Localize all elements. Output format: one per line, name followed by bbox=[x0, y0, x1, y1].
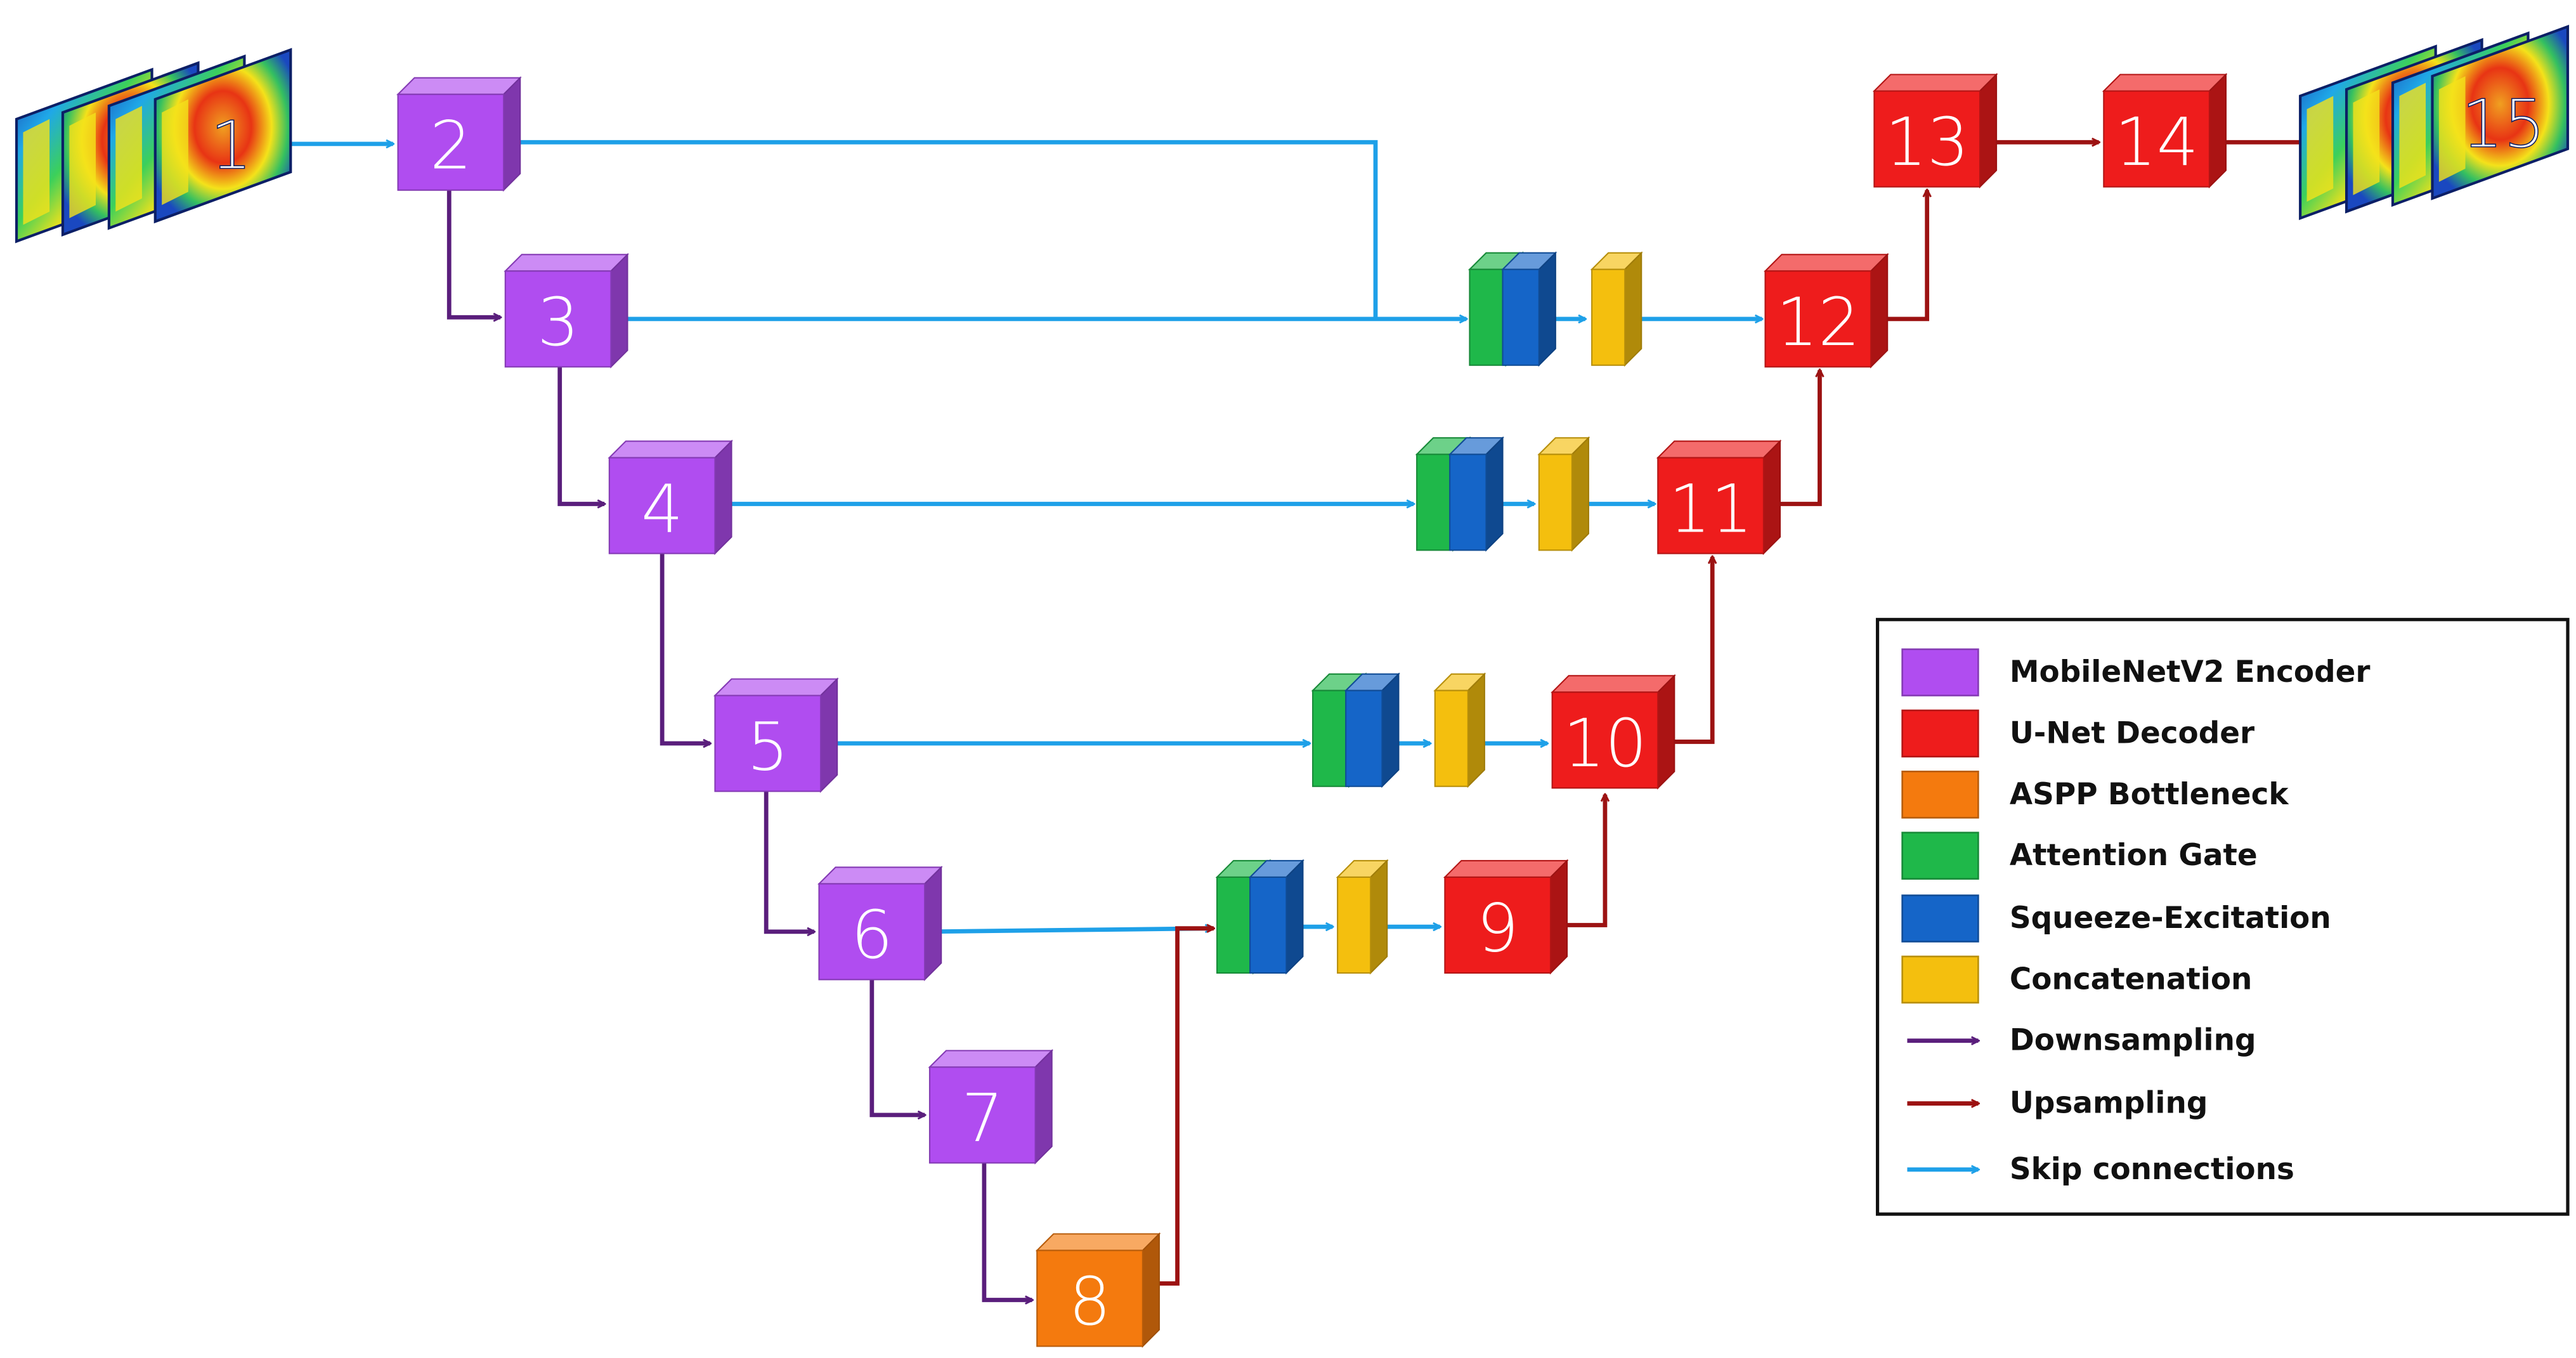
node-11-label: 11 bbox=[1669, 470, 1753, 547]
node-3-block: 3 bbox=[504, 252, 629, 369]
node-5-block: 5 bbox=[713, 677, 839, 793]
concatenation-block bbox=[1433, 672, 1486, 788]
node-7-label: 7 bbox=[961, 1080, 1003, 1157]
squeeze-excitation-block bbox=[1344, 672, 1400, 788]
legend-item-down: Downsampling bbox=[1907, 1024, 2256, 1058]
up-12-13 bbox=[1871, 190, 1927, 322]
up-8-ag bbox=[1142, 929, 1214, 1286]
legend-swatch bbox=[1901, 709, 1979, 758]
concatenation-block bbox=[1336, 859, 1389, 975]
node-10-label: 10 bbox=[1563, 705, 1648, 782]
legend-swatch bbox=[1901, 894, 1979, 943]
up-9-10 bbox=[1551, 795, 1605, 927]
node-12-block: 12 bbox=[1763, 252, 1889, 369]
legend-label: U-Net Decoder bbox=[2010, 716, 2254, 750]
legend-item-attention: Attention Gate bbox=[1901, 832, 2258, 880]
ag-se-module-12 bbox=[1467, 251, 1643, 367]
node-15-label: 15 bbox=[2461, 86, 2546, 163]
node-3-label: 3 bbox=[537, 284, 579, 361]
legend-item-bottleneck: ASPP Bottleneck bbox=[1901, 771, 2289, 819]
node-4-label: 4 bbox=[641, 470, 683, 547]
legend-item-encoder: MobileNetV2 Encoder bbox=[1901, 648, 2371, 696]
node-4-block: 4 bbox=[608, 440, 734, 556]
legend-label: MobileNetV2 Encoder bbox=[2010, 655, 2371, 689]
down-2-3 bbox=[446, 190, 500, 317]
node-8-label: 8 bbox=[1069, 1263, 1110, 1340]
output-heatmap-stack bbox=[2299, 25, 2570, 221]
concatenation-block bbox=[1590, 251, 1643, 367]
squeeze-excitation-block bbox=[1448, 436, 1505, 552]
node-1-label: 1 bbox=[210, 107, 252, 184]
legend-box bbox=[1875, 618, 2570, 1216]
concatenation-block bbox=[1537, 436, 1590, 552]
ag-se-module-11 bbox=[1415, 436, 1590, 552]
down-4-5 bbox=[660, 553, 710, 743]
legend-label: Upsampling bbox=[2010, 1087, 2208, 1121]
node-6-label: 6 bbox=[851, 896, 893, 974]
skip-2-merge bbox=[504, 140, 1378, 318]
legend-label: Concatenation bbox=[2010, 962, 2253, 996]
ag-se-module-10 bbox=[1311, 672, 1486, 788]
node-14-block: 14 bbox=[2102, 72, 2228, 189]
node-11-block: 11 bbox=[1656, 440, 1782, 556]
legend-item-decoder: U-Net Decoder bbox=[1901, 709, 2254, 758]
legend-label: Squeeze-Excitation bbox=[2010, 901, 2331, 936]
node-9-block: 9 bbox=[1443, 859, 1569, 975]
node-10-block: 10 bbox=[1551, 674, 1676, 790]
down-3-4 bbox=[557, 367, 604, 504]
up-10-11 bbox=[1658, 557, 1712, 744]
legend-item-se: Squeeze-Excitation bbox=[1901, 894, 2331, 943]
node-6-block: 6 bbox=[817, 865, 943, 981]
legend-label: Attention Gate bbox=[2010, 839, 2258, 873]
legend-label: Downsampling bbox=[2010, 1024, 2256, 1058]
node-7-block: 7 bbox=[928, 1048, 1054, 1165]
down-5-6 bbox=[764, 791, 814, 932]
squeeze-excitation-block bbox=[1248, 859, 1304, 975]
down-7-8 bbox=[982, 1163, 1032, 1300]
node-9-label: 9 bbox=[1477, 890, 1519, 967]
legend-label: ASPP Bottleneck bbox=[2010, 778, 2289, 812]
input-heatmap-stack bbox=[15, 48, 292, 244]
node-14-label: 14 bbox=[2114, 103, 2199, 181]
node-2-block: 2 bbox=[396, 76, 522, 192]
node-13-label: 13 bbox=[1885, 103, 1969, 181]
node-8-block: 8 bbox=[1035, 1232, 1161, 1348]
up-11-12 bbox=[1763, 370, 1820, 506]
skip-6-ag bbox=[925, 929, 1212, 934]
node-5-label: 5 bbox=[747, 708, 789, 785]
squeeze-excitation-block bbox=[1500, 251, 1558, 367]
legend-swatch bbox=[1901, 955, 1979, 1004]
down-6-7 bbox=[869, 979, 925, 1115]
node-2-label: 2 bbox=[430, 107, 472, 184]
legend-item-skip: Skip connections bbox=[1907, 1152, 2294, 1187]
legend-item-up: Upsampling bbox=[1907, 1087, 2208, 1121]
legend-swatch bbox=[1901, 832, 1979, 880]
legend-item-concat: Concatenation bbox=[1901, 955, 2253, 1004]
node-13-block: 13 bbox=[1872, 72, 1998, 189]
legend-label: Skip connections bbox=[2010, 1152, 2294, 1187]
ag-se-module-9 bbox=[1215, 859, 1389, 975]
node-12-label: 12 bbox=[1776, 284, 1861, 361]
legend-swatch bbox=[1901, 648, 1979, 696]
legend-swatch bbox=[1901, 771, 1979, 819]
